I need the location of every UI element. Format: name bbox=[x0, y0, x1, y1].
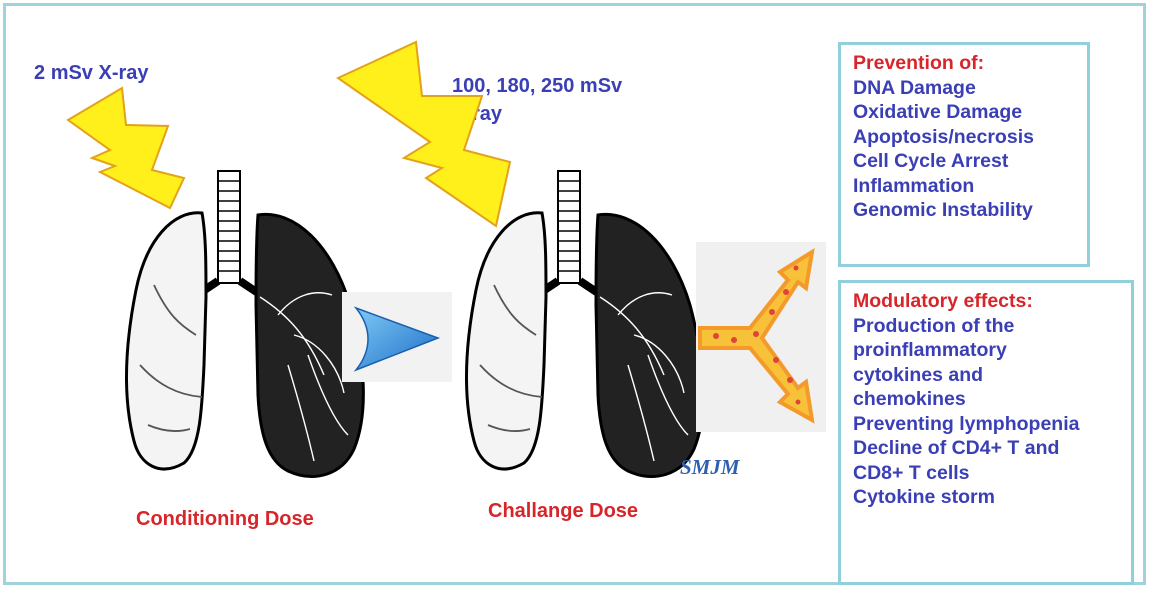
prevention-item: Genomic Instability bbox=[853, 198, 1079, 223]
modulatory-box: Modulatory effects: Production of the pr… bbox=[838, 280, 1134, 585]
modulatory-item: Production of the bbox=[853, 314, 1123, 339]
dose1-amount: 2 bbox=[34, 62, 45, 84]
prevention-item: Oxidative Damage bbox=[853, 100, 1079, 125]
lungs-icon bbox=[458, 165, 728, 495]
modulatory-item: cytokines and bbox=[853, 363, 1123, 388]
challenge-dose-caption: Challange Dose bbox=[488, 500, 638, 523]
dose2-unit: mSv bbox=[580, 75, 622, 97]
fork-arrow-icon bbox=[696, 242, 826, 432]
modulatory-item: proinflammatory bbox=[853, 338, 1123, 363]
prevention-item: DNA Damage bbox=[853, 76, 1079, 101]
prevention-item: Cell Cycle Arrest bbox=[853, 149, 1079, 174]
conditioning-dose-caption: Conditioning Dose bbox=[136, 508, 314, 531]
modulatory-item: Preventing lymphopenia bbox=[853, 412, 1123, 437]
modulatory-item: Cytokine storm bbox=[853, 485, 1123, 510]
prevention-item: Apoptosis/necrosis bbox=[853, 125, 1079, 150]
modulatory-item: chemokines bbox=[853, 387, 1123, 412]
modulatory-item: CD8+ T cells bbox=[853, 461, 1123, 486]
modulatory-title: Modulatory effects: bbox=[853, 289, 1123, 314]
prevention-item: Inflammation bbox=[853, 174, 1079, 199]
prevention-box: Prevention of: DNA Damage Oxidative Dama… bbox=[838, 42, 1090, 267]
signature: SMJM bbox=[680, 455, 740, 480]
prevention-title: Prevention of: bbox=[853, 51, 1079, 76]
modulatory-item: Decline of CD4+ T and bbox=[853, 436, 1123, 461]
play-arrow-icon bbox=[342, 292, 452, 382]
